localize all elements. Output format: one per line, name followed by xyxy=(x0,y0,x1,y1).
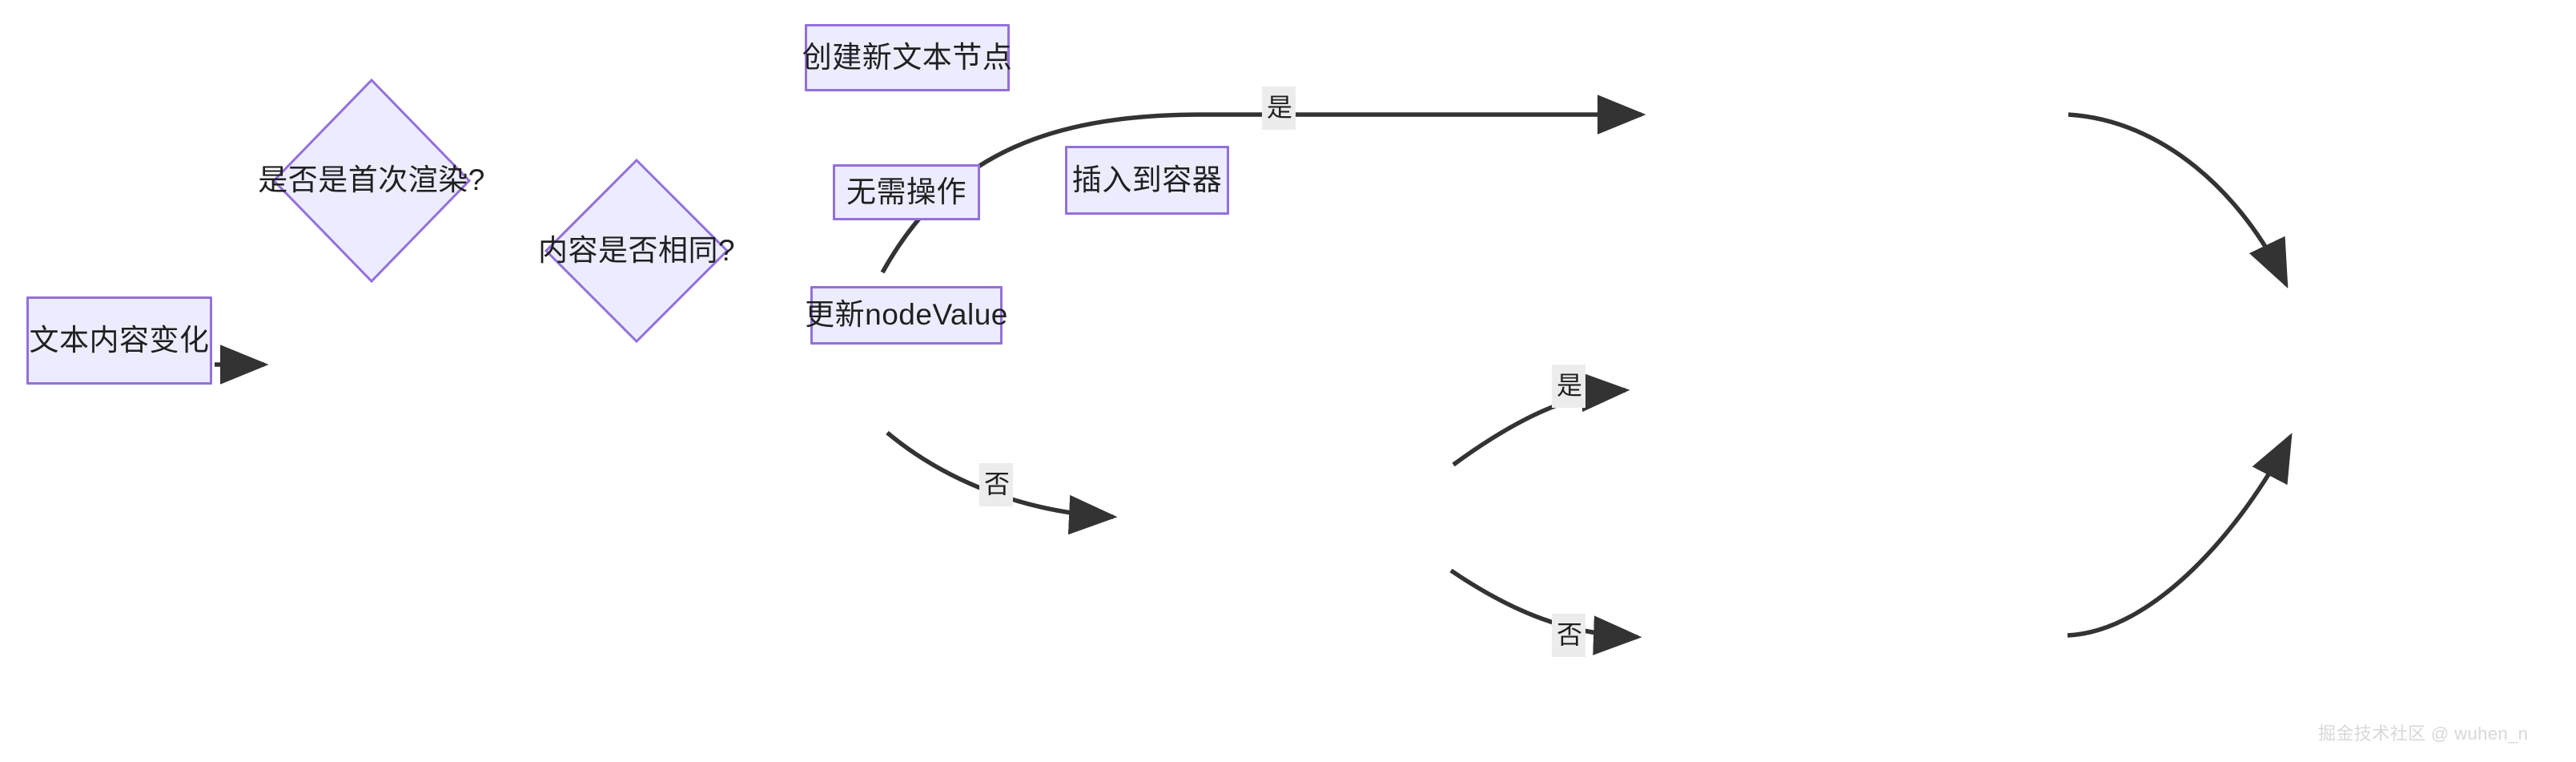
edge-update-nodevalue-to-insert-container xyxy=(2067,433,2293,638)
edge-content-same-yes-to-no-op xyxy=(1452,372,1630,467)
edge-label-first-render-yes: 是 xyxy=(1262,87,1296,130)
diamond-shape xyxy=(545,159,729,343)
edge-create-node-to-insert-container xyxy=(2068,112,2289,288)
node-label: 是否是首次渲染? xyxy=(258,163,485,197)
node-label: 插入到容器 xyxy=(1071,163,1223,196)
watermark-attribution: 掘金技术社区 @ wuhen_n xyxy=(2318,724,2529,744)
edge-first-render-yes-to-create-node xyxy=(880,95,1646,274)
node-update-nodevalue[interactable]: 更新nodeValue xyxy=(805,286,1007,345)
edge-content-same-no-to-update-nodevalue xyxy=(1449,568,1642,655)
edge-label-content-same-no: 否 xyxy=(1552,614,1585,657)
node-label: 无需操作 xyxy=(846,175,967,208)
node-is-content-same[interactable]: 内容是否相同? xyxy=(538,159,735,343)
node-create-new-text-node[interactable]: 创建新文本节点 xyxy=(802,24,1013,91)
node-is-first-render[interactable]: 是否是首次渲染? xyxy=(258,79,484,283)
node-insert-into-container[interactable]: 插入到容器 xyxy=(1065,146,1229,215)
node-no-operation-needed[interactable]: 无需操作 xyxy=(833,164,980,220)
node-label: 更新nodeValue xyxy=(805,298,1008,332)
node-label: 创建新文本节点 xyxy=(802,40,1013,74)
edge-label-first-render-no: 否 xyxy=(979,463,1013,506)
node-text-content-change[interactable]: 文本内容变化 xyxy=(26,296,212,385)
node-label: 内容是否相同? xyxy=(537,233,736,267)
diamond-shape xyxy=(272,79,471,283)
edge-label-content-same-yes: 是 xyxy=(1552,365,1585,408)
node-label: 文本内容变化 xyxy=(29,323,210,357)
